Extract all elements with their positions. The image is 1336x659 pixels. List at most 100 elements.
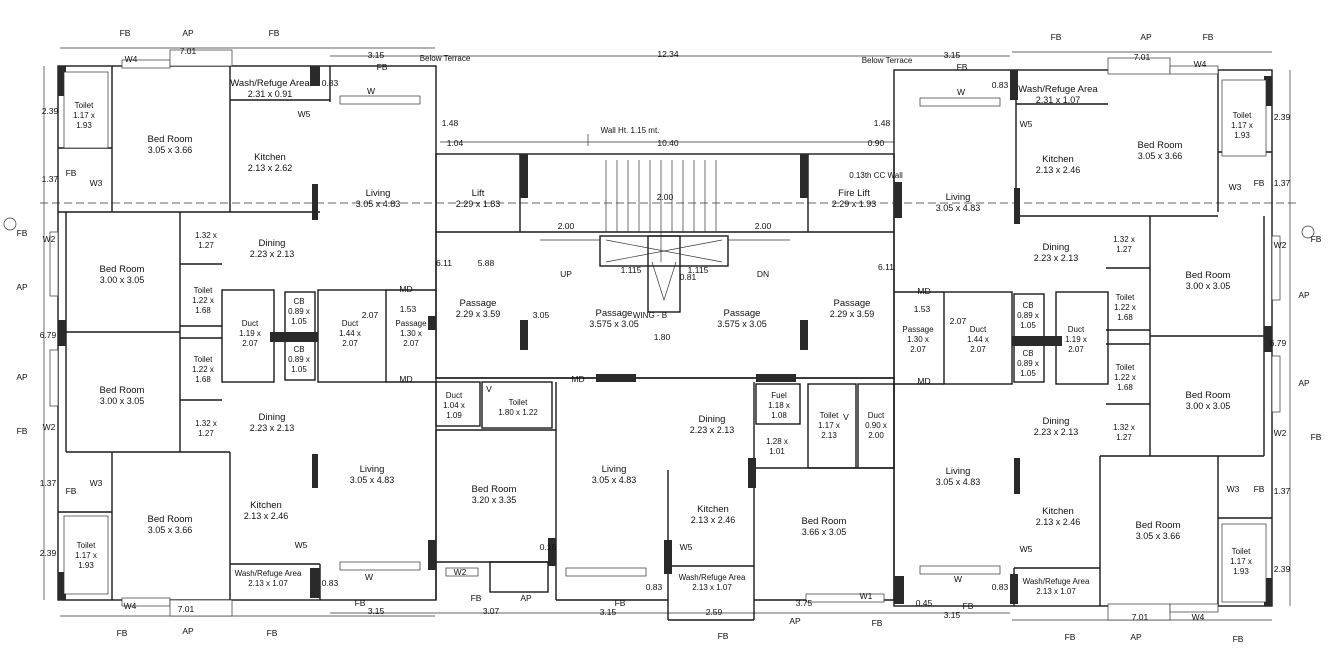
- room-dimension: 2.07: [910, 345, 926, 354]
- room-l-cb2: CB0.89 x1.05: [288, 345, 310, 374]
- room-name: Dining: [259, 238, 286, 249]
- plan-tag: FB: [66, 168, 77, 178]
- plan-tag: W2: [43, 422, 56, 432]
- room-l-lobby1: 1.32 x1.27: [195, 231, 217, 250]
- room-name: Dining: [1043, 242, 1070, 253]
- room-name: Toilet: [820, 411, 839, 420]
- dimension-label: 0.83: [992, 582, 1009, 592]
- room-dimension: 1.32 x: [195, 231, 217, 240]
- plan-tag: W4: [125, 54, 138, 64]
- dimension-label: 3.05: [533, 310, 550, 320]
- dimension-label: 0.83: [992, 80, 1009, 90]
- room-dimension: 1.93: [78, 561, 94, 570]
- room-dimension: 2.29 x 3.59: [456, 309, 501, 319]
- room-name: CB: [1022, 349, 1033, 358]
- room-dimension: 1.44 x: [339, 329, 361, 338]
- dimension-label: 1.115: [621, 265, 642, 275]
- room-dimension: 2.13 x 2.46: [244, 511, 289, 521]
- room-dimension: 2.13 x 2.46: [1036, 165, 1081, 175]
- room-dimension: 2.31 x 1.07: [1036, 95, 1081, 105]
- room-c-lobby: 1.28 x1.01: [766, 437, 788, 456]
- room-dimension: 1.93: [1233, 567, 1249, 576]
- room-name: Kitchen: [254, 152, 286, 163]
- room-dimension: 2.13 x 1.07: [248, 579, 288, 588]
- plan-tag: FB: [377, 62, 388, 72]
- plan-tag: W3: [90, 478, 103, 488]
- dimension-label: 7.01: [1134, 52, 1151, 62]
- room-dimension: 3.575 x 3.05: [717, 319, 767, 329]
- room-dimension: 2.07: [342, 339, 358, 348]
- plan-tag: FB: [1051, 32, 1062, 42]
- room-name: Passage: [395, 319, 427, 328]
- dimension-label: 2.00: [558, 221, 575, 231]
- plan-tag: FB: [1233, 634, 1244, 644]
- room-r-cb2: CB0.89 x1.05: [1017, 349, 1039, 378]
- room-name: Toilet: [77, 541, 96, 550]
- room-name: Duct: [868, 411, 885, 420]
- dimension-label: 2.39: [42, 106, 59, 116]
- room-dimension: 1.19 x: [1065, 335, 1087, 344]
- room-dimension: 1.32 x: [195, 419, 217, 428]
- room-dimension: 1.80 x 1.22: [498, 408, 538, 417]
- plan-tag: FB: [963, 601, 974, 611]
- room-name: Toilet: [75, 101, 94, 110]
- plan-tag: W2: [1274, 240, 1287, 250]
- room-dimension: 2.07: [1068, 345, 1084, 354]
- dimension-label: 6.11: [436, 258, 452, 268]
- dimension-label: 1.80: [654, 332, 671, 342]
- room-dimension: 3.00 x 3.05: [100, 275, 145, 285]
- dimension-label: 1.37: [40, 478, 57, 488]
- plan-tag: 0.13th CC Wall: [849, 171, 903, 180]
- room-name: Duct: [342, 319, 359, 328]
- plan-tag: W5: [298, 109, 311, 119]
- dimension-label: 7.01: [180, 46, 197, 56]
- dimension-label: 1.04: [447, 138, 464, 148]
- room-dimension: 3.05 x 4.83: [356, 199, 401, 209]
- plan-tag: MD: [917, 376, 930, 386]
- room-dimension: 1.30 x: [907, 335, 929, 344]
- room-dimension: 3.00 x 3.05: [1186, 281, 1231, 291]
- room-dimension: 1.08: [771, 411, 787, 420]
- room-dimension: 1.19 x: [239, 329, 261, 338]
- dimension-label: 2.39: [1274, 564, 1291, 574]
- room-name: Bed Room: [802, 516, 847, 527]
- room-name: Living: [366, 188, 391, 199]
- room-dimension: 0.89 x: [1017, 359, 1039, 368]
- room-dimension: 3.00 x 3.05: [1186, 401, 1231, 411]
- room-dimension: 2.29 x 3.59: [830, 309, 875, 319]
- dimension-label: 1.37: [1274, 486, 1291, 496]
- room-name: Living: [360, 464, 385, 475]
- room-name: CB: [293, 345, 304, 354]
- dimension-label: 1.53: [914, 304, 931, 314]
- plan-tag: W2: [43, 234, 56, 244]
- room-name: Bed Room: [1136, 520, 1181, 531]
- dimension-label: 2.39: [1274, 112, 1291, 122]
- room-dimension: 0.89 x: [1017, 311, 1039, 320]
- dimension-label: 1.37: [42, 174, 59, 184]
- dimension-label: 5.88: [478, 258, 495, 268]
- room-dimension: 2.13 x 2.62: [248, 163, 293, 173]
- plan-tag: V: [843, 412, 849, 422]
- dimension-label: 10.40: [657, 138, 679, 148]
- room-dimension: 1.09: [446, 411, 462, 420]
- dimension-label: 2.39: [40, 548, 57, 558]
- room-name: Duct: [242, 319, 259, 328]
- room-name: Wash/Refuge Area: [679, 573, 746, 582]
- room-dimension: 1.32 x: [1113, 235, 1135, 244]
- room-r-cb1: CB0.89 x1.05: [1017, 301, 1039, 330]
